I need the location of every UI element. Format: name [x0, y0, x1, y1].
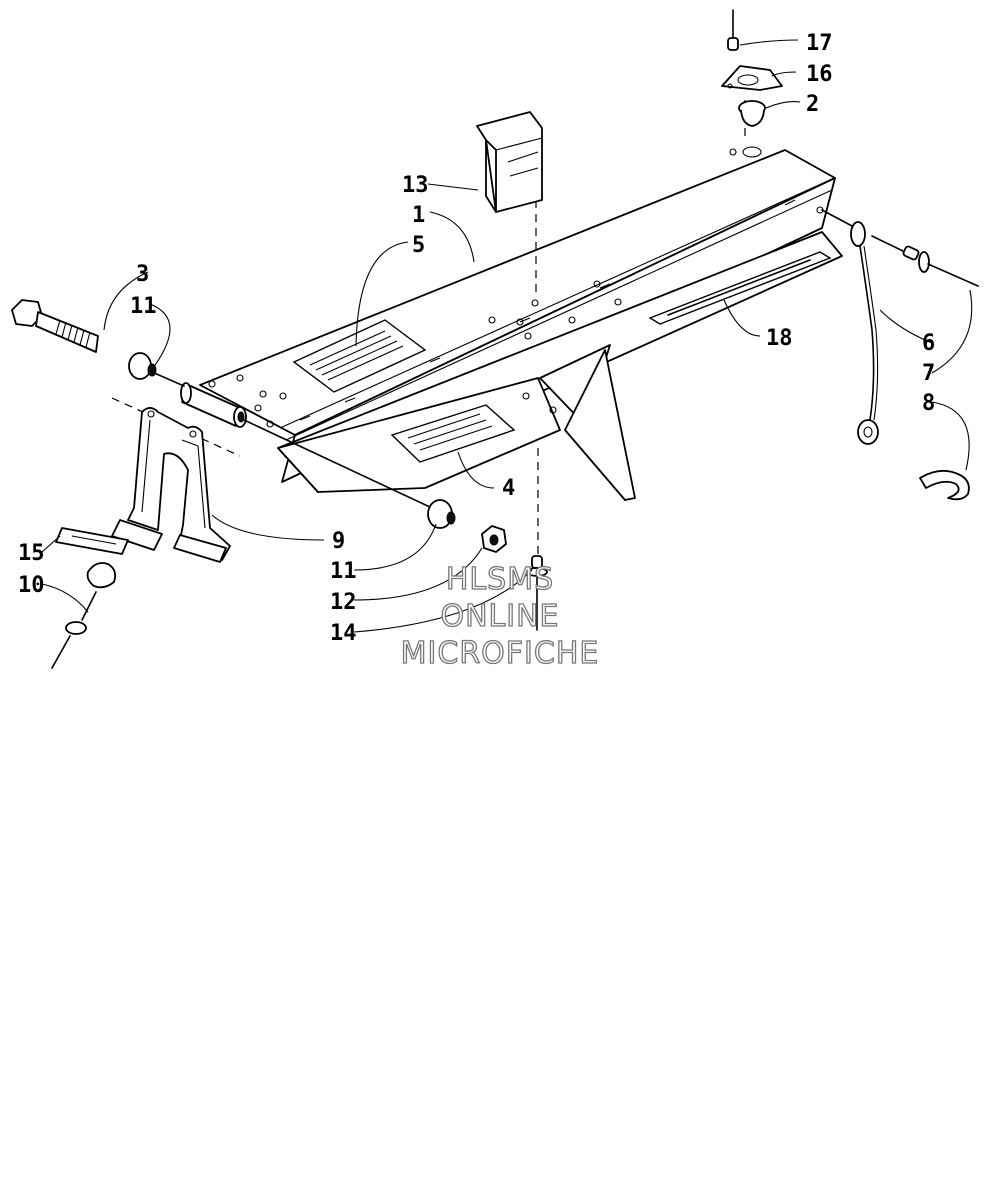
callout-16: 16: [806, 62, 833, 87]
callout-10: 10: [18, 573, 45, 598]
clip-8: [919, 469, 970, 501]
pin-7: [871, 235, 979, 287]
callout-6: 6: [922, 331, 935, 356]
leader-lines: [41, 39, 973, 633]
clip-13: [476, 111, 543, 213]
callout-8: 8: [922, 391, 935, 416]
callout-14: 14: [330, 621, 357, 646]
callout-15: 15: [18, 541, 45, 566]
rivet-17: [727, 9, 739, 51]
callout-18: 18: [766, 326, 793, 351]
callout-2: 2: [806, 92, 819, 117]
bushing-11-right: [427, 499, 456, 529]
callout-9: 9: [332, 529, 345, 554]
bushing-11-left: [128, 352, 157, 380]
callout-1: 1: [412, 203, 425, 228]
callout-11-top: 11: [130, 294, 157, 319]
main-housing: [199, 100, 843, 555]
plate-16: [721, 65, 783, 91]
callout-11-bottom: 11: [330, 559, 357, 584]
watermark: HLSMS ONLINE MICROFICHE: [400, 561, 600, 671]
rivet-10: [51, 562, 117, 669]
callout-4: 4: [502, 476, 515, 501]
pivot-tube: [180, 382, 247, 428]
callout-13: 13: [402, 173, 429, 198]
grommet-2: [738, 100, 766, 127]
watermark-line-1: HLSMS: [446, 562, 554, 597]
bolt-3: [11, 299, 99, 353]
callout-17: 17: [806, 31, 833, 56]
bracket-9: [111, 397, 241, 563]
callout-12: 12: [330, 590, 357, 615]
callout-3: 3: [136, 262, 149, 287]
callout-5: 5: [412, 233, 425, 258]
lanyard-6: [850, 221, 879, 445]
watermark-line-3: MICROFICHE: [401, 636, 600, 671]
nut-12: [481, 525, 507, 553]
callout-7: 7: [922, 361, 935, 386]
watermark-line-2: ONLINE: [440, 599, 559, 634]
